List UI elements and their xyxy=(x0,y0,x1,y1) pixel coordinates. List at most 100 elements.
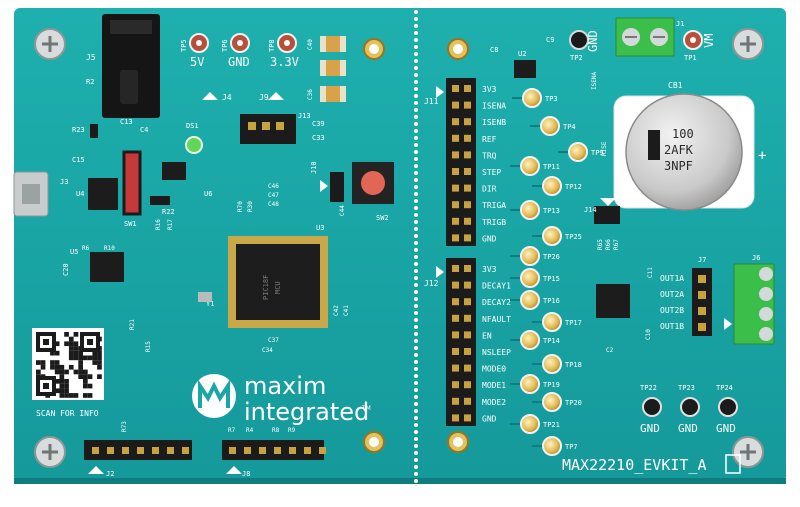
microcontroller-u3: PIC18F MCU xyxy=(228,236,328,328)
ref-tp1: TP1 xyxy=(684,54,697,62)
cap-line-2: 2AFK xyxy=(664,143,694,157)
header-pin xyxy=(464,151,471,159)
ref-c34: C34 xyxy=(262,347,273,354)
header-j10 xyxy=(330,172,344,202)
testpoint-label: TP21 xyxy=(543,421,560,429)
chip-u4 xyxy=(88,178,118,210)
header-pin xyxy=(464,364,471,372)
ref-j14: J14 xyxy=(584,206,597,214)
pin-label-decay2: DECAY2 xyxy=(482,298,511,307)
header-pin xyxy=(698,323,706,331)
scan-label: SCAN FOR INFO xyxy=(36,409,99,418)
electrolytic-capacitor-cb1 xyxy=(613,93,755,211)
pin-label-mode1: MODE1 xyxy=(482,381,506,390)
header-pin xyxy=(452,348,459,355)
header-pin xyxy=(698,275,706,283)
ref-tp5: TP5 xyxy=(180,39,188,52)
label-gnd-top: GND xyxy=(228,55,250,69)
header-pin xyxy=(452,265,459,272)
arrow-j12 xyxy=(436,266,444,278)
header-pin xyxy=(464,101,471,109)
gnd-testpoint-ref: TP22 xyxy=(640,384,657,392)
mounting-holes xyxy=(34,28,764,468)
header-pin xyxy=(289,447,296,454)
testpoint-label: TP7 xyxy=(565,443,578,451)
ref-j4: J4 xyxy=(222,93,232,102)
dc-jack xyxy=(102,14,160,118)
header-pin xyxy=(464,265,471,272)
header-pin xyxy=(452,314,459,322)
testpoint-label: TP19 xyxy=(543,381,560,389)
header-pin xyxy=(182,447,189,454)
ref-r17: R17 xyxy=(167,219,174,230)
ref-u6: U6 xyxy=(204,190,212,198)
testpoint-label: TP26 xyxy=(543,253,560,261)
ref-c44: C44 xyxy=(339,205,346,216)
header-pin xyxy=(452,101,459,109)
header-pin xyxy=(464,397,471,405)
test-point xyxy=(520,330,540,350)
pcb-edge-shadow xyxy=(14,478,786,484)
terminal-block-j1 xyxy=(615,17,675,57)
ref-c8: C8 xyxy=(490,46,498,54)
cap-polarity: + xyxy=(758,148,766,164)
ref-c33: C33 xyxy=(312,134,325,142)
header-j13 xyxy=(240,114,296,144)
ref-r9: R9 xyxy=(288,427,296,434)
resistor-r23 xyxy=(90,124,98,138)
test-point xyxy=(520,246,540,266)
terminal-block-j6 xyxy=(733,263,775,345)
header-pin xyxy=(464,348,471,355)
ref-ds1: DS1 xyxy=(186,122,199,130)
ref-c11: C11 xyxy=(647,267,654,278)
ref-j10: J10 xyxy=(310,161,318,174)
header-pin xyxy=(464,118,471,126)
brand-maxim: maxim xyxy=(244,372,326,400)
cap-line-1: 100 xyxy=(672,127,694,141)
maxim-logo xyxy=(192,374,236,418)
arrow-j7 xyxy=(724,318,732,330)
header-pin xyxy=(464,217,471,225)
gnd-test-point xyxy=(680,397,700,417)
ref-r4: R4 xyxy=(246,427,254,434)
header-pin xyxy=(452,85,459,92)
ref-r70: R70 xyxy=(237,201,244,212)
ref-r65: R65 xyxy=(597,239,604,250)
gnd-testpoint-label: GND xyxy=(678,422,698,435)
ref-c15: C15 xyxy=(72,156,85,164)
ref-j6: J6 xyxy=(752,254,760,262)
header-pin xyxy=(274,447,281,454)
ref-sw2: SW2 xyxy=(376,214,389,222)
header-pin xyxy=(464,314,471,322)
ref-c47: C47 xyxy=(268,192,279,199)
test-point xyxy=(520,156,540,176)
test-point xyxy=(540,116,560,136)
pin-label-mode0: MODE0 xyxy=(482,365,506,374)
test-point xyxy=(522,88,542,108)
header-j8 xyxy=(222,440,324,460)
testpoint-label: TP12 xyxy=(565,183,582,191)
testpoint-label: TP25 xyxy=(565,233,582,241)
header-pin xyxy=(464,168,471,175)
header-pin xyxy=(452,234,459,242)
ref-tp8: TP8 xyxy=(268,39,276,52)
ref-c48: C48 xyxy=(268,201,279,208)
mcu-marking-1: PIC18F xyxy=(262,275,270,300)
header-pin xyxy=(452,118,459,126)
header-pin xyxy=(698,291,706,299)
ref-tp2: TP2 xyxy=(570,54,583,62)
arrow-j4 xyxy=(202,92,218,100)
pin-label-trigb: TRIGB xyxy=(482,218,506,227)
header-pin xyxy=(452,397,459,405)
pin-label-ref: REF xyxy=(482,135,497,144)
test-point xyxy=(568,142,588,162)
ref-r7: R7 xyxy=(228,427,236,434)
header-pin xyxy=(304,447,311,454)
header-pin xyxy=(259,447,266,454)
header-pin xyxy=(464,298,471,306)
ref-r66: R66 xyxy=(605,239,612,250)
ref-r67: R67 xyxy=(613,239,620,250)
ref-j12: J12 xyxy=(424,279,439,288)
ref-c46: C46 xyxy=(268,183,279,190)
